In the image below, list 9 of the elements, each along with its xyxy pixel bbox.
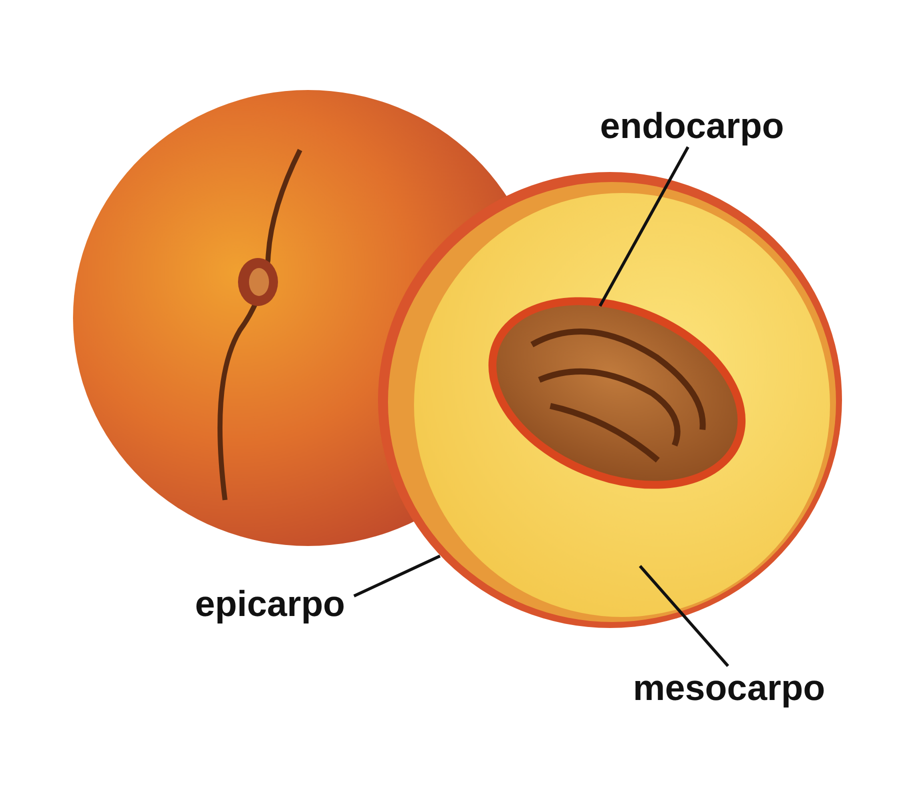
leader-line bbox=[353, 554, 441, 598]
peach-flesh bbox=[414, 193, 830, 617]
part-label: epicarpo bbox=[195, 583, 346, 625]
part-label: endocarpo bbox=[600, 105, 784, 147]
leader-line bbox=[638, 565, 730, 667]
peach-stone bbox=[488, 297, 746, 489]
part-label: mesocarpo bbox=[633, 667, 826, 709]
leader-line bbox=[598, 146, 690, 307]
peach-skin bbox=[378, 172, 842, 628]
